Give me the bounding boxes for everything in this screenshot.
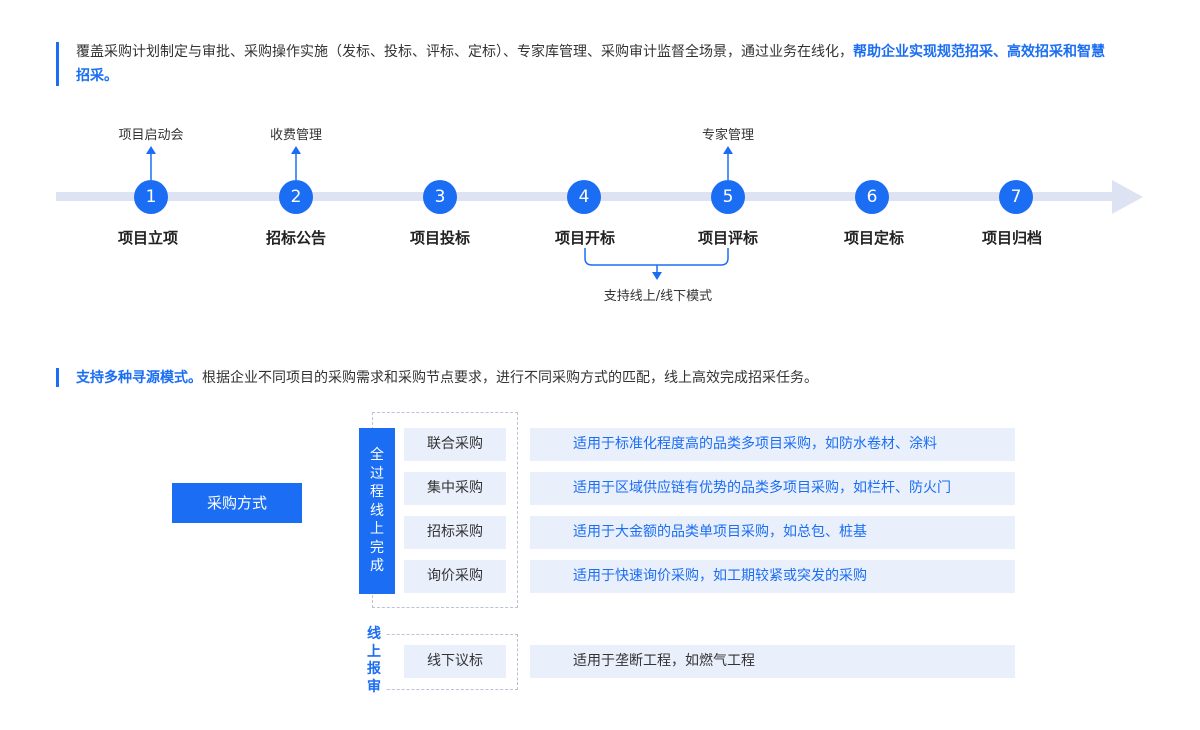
step-2-circle: 2 xyxy=(279,180,313,214)
method-desc-centralized: 适用于区域供应链有优势的品类多项目采购，如栏杆、防火门 xyxy=(530,472,1015,505)
intro-section: 覆盖采购计划制定与审批、采购操作实施（发标、投标、评标、定标）、专家库管理、采购… xyxy=(56,40,1116,88)
step-3-label: 项目投标 xyxy=(409,229,470,247)
step-6-label: 项目定标 xyxy=(843,229,904,247)
online-group-label: 全 过 程 线 上 完 成 xyxy=(359,428,395,594)
method-desc-offline: 适用于垄断工程，如燃气工程 xyxy=(530,645,1015,678)
above-label-1: 项目启动会 xyxy=(118,128,184,143)
method-desc-tender: 适用于大金额的品类单项目采购，如总包、桩基 xyxy=(530,516,1015,549)
step-7-label: 项目归档 xyxy=(981,229,1042,247)
offline-char-3: 审 xyxy=(367,678,381,695)
intro2-text: 支持多种寻源模式。根据企业不同项目的采购需求和采购节点要求，进行不同采购方式的匹… xyxy=(76,366,818,390)
up-arrow-5 xyxy=(723,146,733,180)
method-name-joint: 联合采购 xyxy=(404,428,506,461)
intro-text: 覆盖采购计划制定与审批、采购操作实施（发标、投标、评标、定标）、专家库管理、采购… xyxy=(76,40,1116,88)
online-char-6: 成 xyxy=(370,558,384,575)
step-1-label: 项目立项 xyxy=(117,229,178,247)
online-char-1: 过 xyxy=(370,465,384,482)
intro2-accent-bar xyxy=(56,368,59,387)
intro2-body-text: 根据企业不同项目的采购需求和采购节点要求，进行不同采购方式的匹配，线上高效完成招… xyxy=(202,370,818,386)
method-name-offline: 线下议标 xyxy=(404,645,506,678)
up-arrow-1 xyxy=(146,146,156,180)
online-char-3: 线 xyxy=(370,502,384,519)
bracket-line xyxy=(584,248,729,266)
online-char-4: 上 xyxy=(370,521,384,538)
timeline-graphic xyxy=(56,146,1143,280)
step-1-circle: 1 xyxy=(134,180,168,214)
method-desc-inquiry: 适用于快速询价采购，如工期较紧或突发的采购 xyxy=(530,560,1015,593)
method-name-centralized: 集中采购 xyxy=(404,472,506,505)
step-5-circle: 5 xyxy=(711,180,745,214)
intro2-highlight-text: 支持多种寻源模式。 xyxy=(76,370,202,386)
timeline-arrow-head xyxy=(1112,180,1143,214)
step-3-circle: 3 xyxy=(423,180,457,214)
online-char-5: 完 xyxy=(370,539,384,556)
up-arrow-2 xyxy=(291,146,301,180)
method-name-inquiry: 询价采购 xyxy=(404,560,506,593)
bracket-arrow xyxy=(652,272,662,280)
online-char-2: 程 xyxy=(370,484,384,501)
intro-accent-bar xyxy=(56,42,59,86)
step-6-circle: 6 xyxy=(855,180,889,214)
above-label-2: 收费管理 xyxy=(269,128,322,143)
online-char-0: 全 xyxy=(370,447,384,464)
offline-char-1: 上 xyxy=(367,643,381,660)
step-2-label: 招标公告 xyxy=(265,229,326,247)
step-4-label: 项目开标 xyxy=(554,229,615,247)
step-7-circle: 7 xyxy=(999,180,1033,214)
above-label-5: 专家管理 xyxy=(701,128,754,143)
offline-char-2: 报 xyxy=(367,661,381,677)
bracket-label: 支持线上/线下模式 xyxy=(603,289,713,304)
method-desc-joint: 适用于标准化程度高的品类多项目采购，如防水卷材、涂料 xyxy=(530,428,1015,461)
method-name-tender: 招标采购 xyxy=(404,516,506,549)
intro2-section: 支持多种寻源模式。根据企业不同项目的采购需求和采购节点要求，进行不同采购方式的匹… xyxy=(56,366,1116,390)
offline-group-label: 线 上 报 审 xyxy=(363,626,385,696)
intro-body-text: 覆盖采购计划制定与审批、采购操作实施（发标、投标、评标、定标）、专家库管理、采购… xyxy=(76,44,853,60)
offline-char-0: 线 xyxy=(367,626,381,642)
step-4-circle: 4 xyxy=(567,180,601,214)
purchase-method-button: 采购方式 xyxy=(172,483,302,523)
step-5-label: 项目评标 xyxy=(697,229,758,247)
intro-highlight-text: 帮助企业实现规范招采、高效招采和智慧招采。 xyxy=(76,44,1105,84)
